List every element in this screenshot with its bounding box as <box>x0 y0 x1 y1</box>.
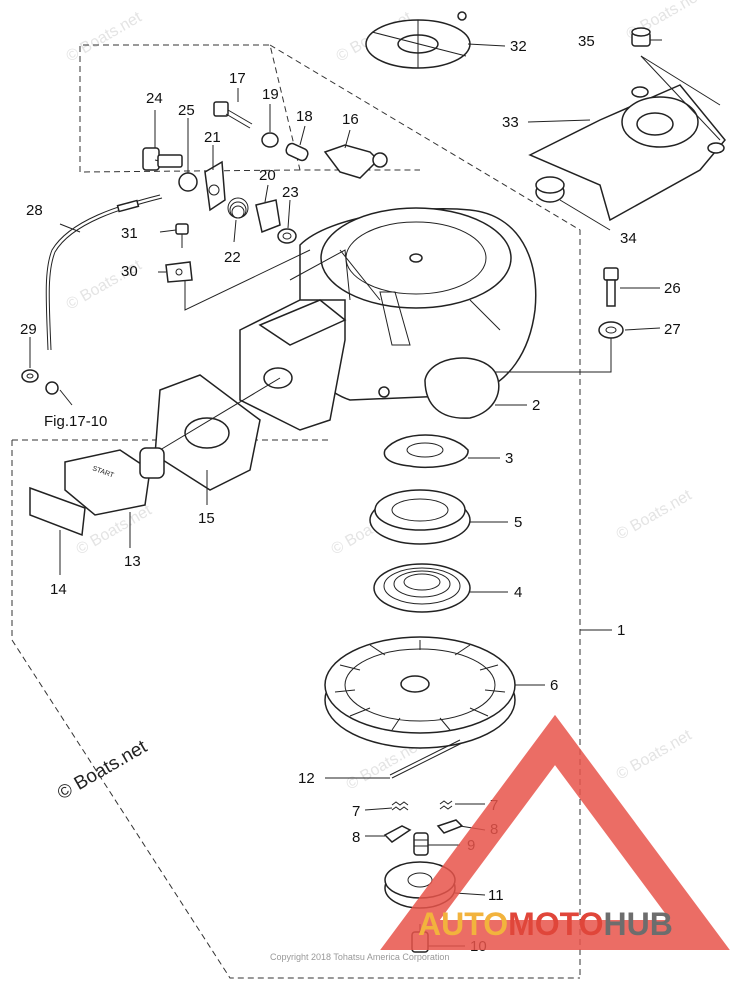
callout-7-left: 7 <box>352 803 360 820</box>
callout-1: 1 <box>617 622 625 639</box>
callout-3: 3 <box>505 450 513 467</box>
part-33-cover <box>528 84 726 222</box>
part-29-washer <box>21 369 39 383</box>
part-30-plate <box>165 261 193 283</box>
part-24-bolt <box>142 147 183 171</box>
part-15-plate <box>154 374 261 491</box>
callout-12: 12 <box>298 770 315 787</box>
part-31-screw <box>175 223 189 248</box>
callout-13: 13 <box>124 553 141 570</box>
part-23-washer <box>277 228 297 244</box>
part-8-pawl-right <box>436 819 464 834</box>
part-32-disc <box>365 11 471 69</box>
callout-19: 19 <box>262 86 279 103</box>
callout-6: 6 <box>550 677 558 694</box>
part-22-spring <box>227 197 249 219</box>
callout-29: 29 <box>20 321 37 338</box>
watermark-large: © Boats.net <box>54 736 151 804</box>
callout-5: 5 <box>514 514 522 531</box>
callout-35: 35 <box>578 33 595 50</box>
part-6-reel <box>324 636 516 749</box>
part-25-collar <box>178 172 198 192</box>
callout-22: 22 <box>224 249 241 266</box>
callout-23: 23 <box>282 184 299 201</box>
callout-4: 4 <box>514 584 522 601</box>
leader-lines <box>29 39 721 947</box>
callout-32: 32 <box>510 38 527 55</box>
part-8-pawl-left <box>383 825 412 843</box>
watermark: © Boats.net <box>614 727 696 784</box>
callout-28: 28 <box>26 202 43 219</box>
figure-reference: Fig.17-10 <box>44 413 107 430</box>
callout-16: 16 <box>342 111 359 128</box>
part-26-bolt <box>603 267 619 307</box>
part-13-handle: START <box>64 447 165 516</box>
part-35-grommet <box>631 27 651 47</box>
part-4-spring <box>373 563 471 613</box>
part-28-cable <box>45 194 163 395</box>
logo-triangle <box>380 714 730 950</box>
callout-33: 33 <box>502 114 519 131</box>
starter-rope <box>139 377 281 463</box>
logo-text: AUTOMOTOHUB <box>418 906 673 942</box>
callout-14: 14 <box>50 581 67 598</box>
housing-left-body <box>239 249 351 431</box>
callout-8-left: 8 <box>352 829 360 846</box>
callout-15: 15 <box>198 510 215 527</box>
part-18-pin <box>285 142 309 162</box>
part-7-spring-left <box>391 801 409 811</box>
callout-11: 11 <box>488 887 504 904</box>
part-21-bracket <box>204 160 226 212</box>
part-34-grommet <box>535 176 565 203</box>
watermark: © Boats.net <box>64 9 146 66</box>
part-12-rope-edge <box>391 742 463 779</box>
part-9-spring <box>413 832 429 856</box>
part-5-spring-case <box>369 489 471 545</box>
callout-26: 26 <box>664 280 681 297</box>
callout-34: 34 <box>620 230 637 247</box>
part-19-ring <box>261 132 279 148</box>
callout-30: 30 <box>121 263 138 280</box>
part-27-washer <box>598 321 624 339</box>
copyright-text: Copyright 2018 Tohatsu America Corporati… <box>270 952 449 962</box>
callout-21: 21 <box>204 129 221 146</box>
part-12-rope <box>389 739 461 776</box>
callout-20: 20 <box>259 167 276 184</box>
callout-27: 27 <box>664 321 681 338</box>
callout-24: 24 <box>146 90 163 107</box>
part-16-lever <box>323 144 388 179</box>
watermark: © Boats.net <box>614 487 696 544</box>
callout-18: 18 <box>296 108 313 125</box>
part-2-starter-case <box>299 207 537 419</box>
part-7-spring-right <box>439 800 453 810</box>
part-3-washer <box>383 434 469 469</box>
callout-25: 25 <box>178 102 195 119</box>
callout-17: 17 <box>229 70 246 87</box>
part-17-screw <box>213 101 253 129</box>
callout-31: 31 <box>121 225 138 242</box>
part-20-clip <box>255 199 281 234</box>
part-14-grip <box>29 486 86 537</box>
callout-2: 2 <box>532 397 540 414</box>
automotohub-logo: AUTOMOTOHUB <box>380 714 730 950</box>
